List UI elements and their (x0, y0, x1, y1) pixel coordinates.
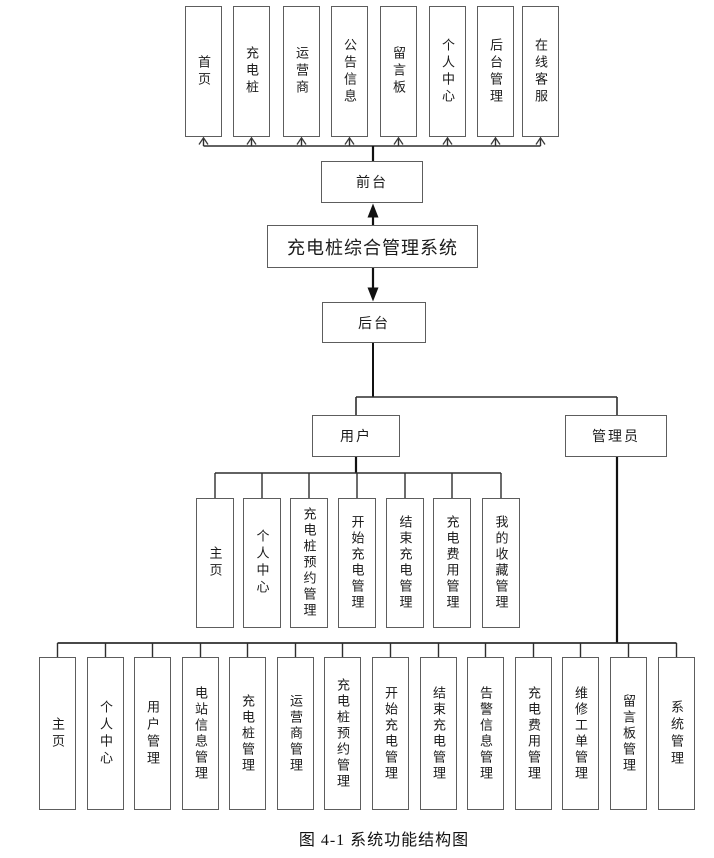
front-module-message-board-label: 留言板 (391, 46, 406, 97)
user-module-charging-fee: 充电费用管理 (433, 498, 471, 628)
front-module-operator: 运营商 (283, 6, 320, 137)
admin-module-charging-fee-label: 充电费用管理 (526, 685, 541, 782)
figure-caption: 图 4-1 系统功能结构图 (298, 832, 470, 849)
admin-module-user-management: 用户管理 (134, 657, 171, 810)
front-module-operator-label: 运营商 (294, 46, 309, 97)
user-module-my-favorites-label: 我的收藏管理 (493, 515, 509, 611)
front-module-online-service: 在线客服 (522, 6, 559, 137)
front-module-backend-management-label: 后台管理 (488, 37, 503, 106)
admin-module-start-charging: 开始充电管理 (372, 657, 409, 810)
user-module-personal-center-label: 个人中心 (254, 529, 270, 597)
admin-module-home-label: 主页 (50, 716, 65, 751)
admin-module-pile-management-label: 充电桩管理 (240, 693, 255, 774)
admin-module-alarm-info: 告警信息管理 (467, 657, 504, 810)
user-module-home: 主页 (196, 498, 234, 628)
admin-module-personal-center: 个人中心 (87, 657, 124, 810)
node-user: 用户 (312, 415, 400, 457)
front-module-personal-center: 个人中心 (429, 6, 466, 137)
user-module-personal-center: 个人中心 (243, 498, 281, 628)
front-module-home-label: 首页 (196, 54, 211, 89)
admin-module-system-label: 系统管理 (669, 699, 684, 768)
user-module-charging-fee-label: 充电费用管理 (444, 515, 460, 611)
user-module-start-charging: 开始充电管理 (338, 498, 376, 628)
user-module-end-charging: 结束充电管理 (386, 498, 424, 628)
admin-module-message-board-label: 留言板管理 (621, 693, 636, 774)
user-module-pile-reservation-label: 充电桩预约管理 (301, 507, 317, 619)
admin-module-user-management-label: 用户管理 (145, 699, 160, 768)
admin-module-home: 主页 (39, 657, 76, 810)
front-module-charging-pile: 充电桩 (233, 6, 270, 137)
node-admin-label: 管理员 (592, 430, 640, 445)
node-system-title-label: 充电桩综合管理系统 (287, 237, 458, 258)
admin-module-pile-reservation: 充电桩预约管理 (324, 657, 361, 810)
user-module-home-label: 主页 (207, 546, 223, 580)
front-module-message-board: 留言板 (380, 6, 417, 137)
user-module-pile-reservation: 充电桩预约管理 (290, 498, 328, 628)
admin-module-end-charging: 结束充电管理 (420, 657, 457, 810)
admin-module-station-info-label: 电站信息管理 (193, 685, 208, 782)
node-backend-label: 后台 (358, 316, 390, 332)
front-module-online-service-label: 在线客服 (533, 37, 548, 106)
admin-module-charging-fee: 充电费用管理 (515, 657, 552, 810)
admin-module-operator-management-label: 运营商管理 (288, 693, 303, 774)
admin-module-end-charging-label: 结束充电管理 (431, 685, 446, 782)
front-module-announcement: 公告信息 (331, 6, 368, 137)
node-system-title: 充电桩综合管理系统 (267, 225, 478, 268)
node-frontend-label: 前台 (356, 176, 388, 191)
node-admin: 管理员 (565, 415, 667, 457)
admin-module-pile-management: 充电桩管理 (229, 657, 266, 810)
node-user-label: 用户 (340, 430, 372, 445)
admin-module-alarm-info-label: 告警信息管理 (478, 685, 493, 782)
front-module-backend-management: 后台管理 (477, 6, 514, 137)
admin-module-station-info: 电站信息管理 (182, 657, 219, 810)
admin-module-pile-reservation-label: 充电桩预约管理 (335, 677, 350, 790)
user-module-start-charging-label: 开始充电管理 (349, 515, 365, 611)
admin-module-system: 系统管理 (658, 657, 695, 810)
node-frontend: 前台 (321, 161, 423, 203)
front-module-home: 首页 (185, 6, 222, 137)
admin-module-personal-center-label: 个人中心 (98, 699, 113, 768)
user-module-my-favorites: 我的收藏管理 (482, 498, 520, 628)
admin-module-repair-order-label: 维修工单管理 (573, 685, 588, 782)
user-module-end-charging-label: 结束充电管理 (397, 515, 413, 611)
front-module-personal-center-label: 个人中心 (440, 37, 455, 106)
admin-module-operator-management: 运营商管理 (277, 657, 314, 810)
front-module-charging-pile-label: 充电桩 (244, 46, 259, 97)
admin-module-message-board: 留言板管理 (610, 657, 647, 810)
node-backend: 后台 (322, 302, 426, 343)
front-module-announcement-label: 公告信息 (342, 37, 357, 106)
admin-module-repair-order: 维修工单管理 (562, 657, 599, 810)
admin-module-start-charging-label: 开始充电管理 (383, 685, 398, 782)
